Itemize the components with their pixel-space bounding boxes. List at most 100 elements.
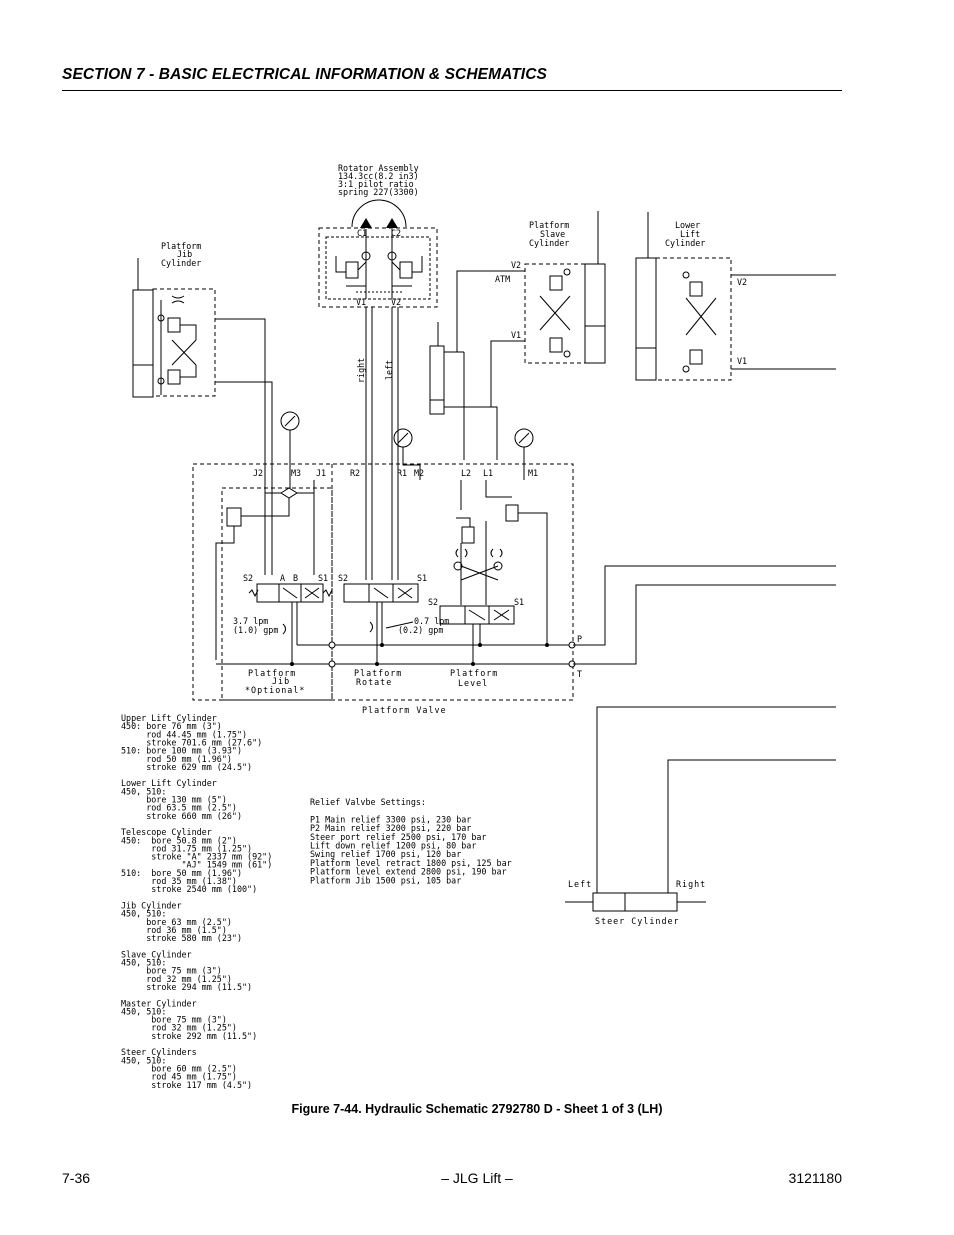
platform-valve: J2 M3 J1 R2 R1 M2 L2 L1 M1 S2 S1 A B 3.7…: [192, 463, 836, 715]
port-m1: M1: [528, 468, 538, 478]
cylinder-spec-line: stroke 580 mm (23"): [121, 933, 242, 943]
jib-cyl-label-2: Jib: [177, 249, 192, 259]
rotate-section-label-2: Rotate: [356, 677, 392, 687]
steer-cylinder: Left Right Steer Cylinder: [565, 706, 836, 926]
cylinder-spec-line: rod 36 mm (1.5"): [121, 925, 227, 935]
port-r2: R2: [350, 468, 360, 478]
relief-setting-line: P1 Main relief 3300 psi, 230 bar: [310, 814, 471, 824]
left-line-label: left: [384, 360, 394, 380]
cylinder-spec-line: stroke 2540 mm (100"): [121, 884, 257, 894]
cylinder-spec-line: Upper Lift Cylinder: [121, 713, 217, 723]
cylinder-spec-line: bore 130 mm (5"): [121, 795, 227, 805]
cylinder-spec-line: rod 44.45 mm (1.75"): [121, 729, 247, 739]
relief-setting-line: Platform Jib 1500 psi, 105 bar: [310, 875, 461, 885]
port-atm: ATM: [495, 274, 510, 284]
platform-slave-cylinder: Platform Slave Cylinder V2 ATM V1: [456, 211, 606, 408]
port-j2: J2: [253, 468, 263, 478]
cylinder-spec-line: bore 60 mm (2.5"): [121, 1063, 237, 1073]
port-v1: V1: [356, 297, 366, 307]
cylinder-spec-line: stroke 117 mm (4.5"): [121, 1080, 252, 1090]
cylinder-spec-line: Telescope Cylinder: [121, 827, 212, 837]
figure-caption: Figure 7-44. Hydraulic Schematic 2792780…: [291, 1102, 663, 1116]
relief-setting-line: P2 Main relief 3200 psi, 220 bar: [310, 823, 471, 833]
relief-setting-line: Lift down relief 1200 psi, 80 bar: [310, 841, 476, 851]
cylinder-spec-line: stroke 292 mm (11.5"): [121, 1031, 257, 1041]
port-l2: L2: [461, 468, 471, 478]
port-v1-slave: V1: [511, 330, 521, 340]
jib-s1: S1: [318, 573, 328, 583]
cylinder-spec-line: Slave Cylinder: [121, 949, 192, 959]
footer-brand: – JLG Lift –: [441, 1170, 513, 1186]
relief-valve-settings: Relief Valvbe Settings:P1 Main relief 33…: [310, 797, 512, 885]
cylinder-spec-line: 450, 510:: [121, 958, 166, 968]
cylinder-spec-line: Lower Lift Cylinder: [121, 778, 217, 788]
level-s2: S2: [428, 597, 438, 607]
level-s1: S1: [514, 597, 524, 607]
cylinder-spec-line: stroke 701.6 mm (27.6"): [121, 737, 262, 747]
port-r1: R1: [397, 468, 407, 478]
cylinder-spec-line: 450, 510:: [121, 1006, 166, 1016]
cylinder-spec-line: 450: bore 50.8 mm (2"): [121, 835, 237, 845]
cylinder-spec-line: rod 45 mm (1.75"): [121, 1072, 237, 1082]
document-number: 3121180: [788, 1170, 842, 1186]
cylinder-spec-line: stroke "A" 2337 mm (92"): [121, 852, 272, 862]
cylinder-spec-line: 510: bore 100 mm (3.93"): [121, 746, 242, 756]
level-orifice-2: (0.2) gpm: [398, 625, 443, 635]
port-p: P: [577, 634, 582, 644]
jib-orifice-2: (1.0) gpm: [233, 625, 278, 635]
rotator-line-4: spring 227(3300): [338, 187, 419, 197]
header-rule: [62, 90, 842, 91]
port-v2: V2: [391, 297, 401, 307]
slave-cyl-label-3: Cylinder: [529, 238, 569, 248]
port-j1: J1: [316, 468, 326, 478]
jib-b: B: [293, 573, 298, 583]
rotation-arrow-left-icon: [360, 218, 372, 228]
port-l1: L1: [483, 468, 493, 478]
lower-lift-label-2: Lift: [680, 229, 700, 239]
cylinder-spec-line: rod 31.75 mm (1.25"): [121, 843, 252, 853]
cylinder-spec-line: stroke 294 mm (11.5"): [121, 982, 252, 992]
level-section-label-2: Level: [458, 678, 488, 688]
port-v2-slave: V2: [511, 260, 521, 270]
shuttle-valve-icon: [280, 487, 298, 499]
platform-jib-cylinder: Platform Jib Cylinder: [132, 241, 273, 575]
cylinder-spec-line: bore 75 mm (3"): [121, 1015, 227, 1025]
jib-section-label-2: Jib: [272, 676, 290, 686]
jib-cyl-label-1: Platform: [161, 241, 201, 251]
cylinder-spec-line: 450, 510:: [121, 1055, 166, 1065]
rotator-line-2: 134.3cc(8.2 in3): [338, 171, 419, 181]
cylinder-spec-line: stroke 629 mm (24.5"): [121, 762, 252, 772]
section-title: SECTION 7 - BASIC ELECTRICAL INFORMATION…: [62, 66, 547, 83]
gauge-m2-icon: [393, 428, 421, 480]
jib-cyl-label-3: Cylinder: [161, 258, 201, 268]
page-number: 7-36: [62, 1170, 91, 1186]
cylinder-spec-line: rod 32 mm (1.25"): [121, 974, 232, 984]
relief-setting-line: Platform level retract 1800 psi, 125 bar: [310, 858, 512, 868]
port-c2: C2: [391, 228, 401, 238]
right-line-label: right: [356, 358, 366, 383]
slave-cyl-label-1: Platform: [529, 220, 569, 230]
port-m2: M2: [414, 468, 424, 478]
rotate-s2: S2: [338, 573, 348, 583]
cylinder-spec-line: 450: bore 76 mm (3"): [121, 721, 222, 731]
relief-setting-line: Swing relief 1700 psi, 120 bar: [310, 849, 461, 859]
steer-cylinder-label: Steer Cylinder: [595, 916, 680, 926]
port-m3: M3: [291, 468, 301, 478]
port-v2-lower: V2: [737, 277, 747, 287]
cylinder-spec-line: stroke 660 mm (26"): [121, 811, 242, 821]
cylinder-spec-line: bore 63 mm (2.5"): [121, 917, 232, 927]
relief-setting-line: Steer port relief 2500 psi, 170 bar: [310, 832, 486, 842]
relief-setting-line: Platform level extend 2800 psi, 190 bar: [310, 867, 507, 877]
cylinder-spec-line: rod 35 mm (1.38"): [121, 876, 237, 886]
rotator-line-1: Rotator Assembly: [338, 163, 419, 173]
gauge-m3-icon: [280, 411, 300, 488]
jib-section-label-3: *Optional*: [245, 685, 305, 695]
rotator-assembly: Rotator Assembly 134.3cc(8.2 in3) 3:1 pi…: [318, 163, 438, 308]
jib-section-label-1: Platform: [248, 668, 296, 678]
rotation-arrow-right-icon: [386, 218, 398, 228]
cylinder-spec-line: "AJ" 1549 mm (61"): [121, 860, 272, 870]
cylinder-spec-line: Jib Cylinder: [121, 900, 182, 910]
rotate-s1: S1: [417, 573, 427, 583]
slave-cyl-label-2: Slave: [540, 229, 565, 239]
